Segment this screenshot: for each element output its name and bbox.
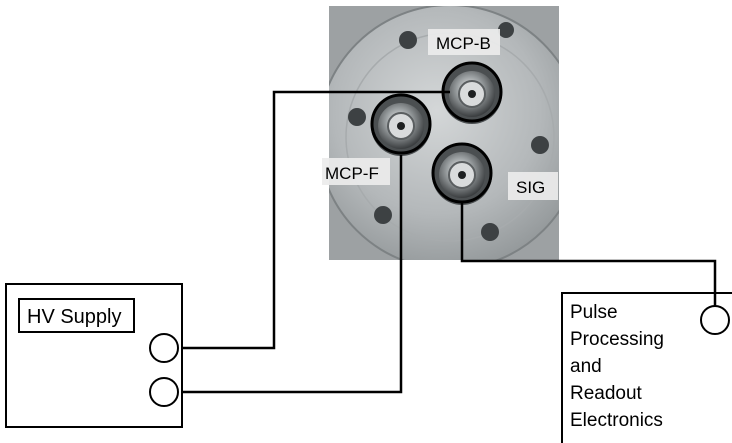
wires [180,90,717,394]
bolt-holes [348,22,549,241]
wire-sig [460,202,717,306]
wire-mcp-f [180,155,403,394]
label-mcp-b-text: MCP-B [436,34,491,53]
readout-electronics-box: Pulse Processing and Readout Electronics [561,292,732,443]
label-mcp-b: MCP-B [428,29,500,55]
readout-line-3: and [570,356,602,377]
readout-line-4: Readout [570,383,643,404]
hv-terminal-bottom-icon [149,377,179,407]
sig-connector-icon [431,142,493,205]
mcp-b-connector-icon [441,61,503,124]
label-sig-text: SIG [516,178,545,197]
hv-terminal-top-icon [149,333,179,363]
label-mcp-f: MCP-F [322,158,390,185]
wire-mcp-b [180,90,450,350]
hv-supply-title: HV Supply [27,306,122,328]
hv-supply-box: HV Supply [5,283,183,428]
readout-line-5: Electronics [570,410,663,431]
readout-line-2: Processing [570,329,664,350]
label-sig: SIG [508,172,558,200]
readout-line-1: Pulse [570,302,618,323]
label-mcp-f-text: MCP-F [325,164,379,183]
readout-terminal-icon [700,305,730,335]
mcp-f-connector-icon [370,93,432,156]
